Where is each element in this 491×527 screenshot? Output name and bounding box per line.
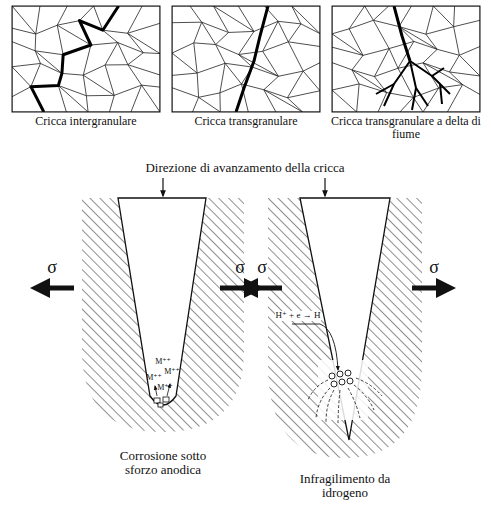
- direction-label: Direzione di avanzamento della cricca: [145, 161, 344, 175]
- metal-ion: M⁺⁺: [157, 384, 173, 393]
- grain-panel: Cricca transgranulare: [172, 6, 320, 112]
- metal-ion: M⁺⁺: [164, 368, 180, 377]
- mechanism-caption: Corrosione sotto sforzo anodica: [106, 449, 221, 478]
- hydrogen-path: [292, 324, 338, 370]
- metal-ion: M⁺⁺: [146, 374, 162, 383]
- stress-symbol: σ: [429, 258, 439, 278]
- metal-section: [82, 198, 244, 432]
- grain-panel: [332, 6, 480, 112]
- grain-panel: Cricca transgranulare a delta di fiume: [332, 6, 480, 112]
- direction-arrow: [162, 178, 163, 196]
- diffusion-lines: [308, 378, 382, 425]
- metal-ion: M⁺⁺: [155, 358, 171, 367]
- grain-panel: [172, 6, 320, 112]
- stress-symbol: σ: [235, 258, 245, 278]
- mechanism-caption: Infragilimento da idrogeno: [293, 472, 398, 501]
- corrosion-products: [154, 397, 169, 407]
- panel-caption: Cricca transgranulare: [166, 115, 326, 128]
- crack-opening: [118, 198, 206, 405]
- stress-symbol: σ: [47, 258, 57, 278]
- diffusion-zone: [318, 360, 368, 420]
- panel-caption: Cricca transgranulare a delta di fiume: [326, 115, 486, 141]
- stress-symbol: σ: [257, 258, 267, 278]
- grain-panel: [12, 6, 160, 112]
- reaction-label: H⁺ + e → H: [275, 311, 322, 321]
- grain-panel: Cricca intergranulare: [12, 6, 160, 112]
- panel-caption: Cricca intergranulare: [6, 115, 166, 128]
- stress-arrow: [40, 286, 446, 291]
- hydrogen-atoms: [329, 370, 353, 387]
- metal-section: [268, 198, 422, 458]
- direction-arrow: [324, 178, 325, 196]
